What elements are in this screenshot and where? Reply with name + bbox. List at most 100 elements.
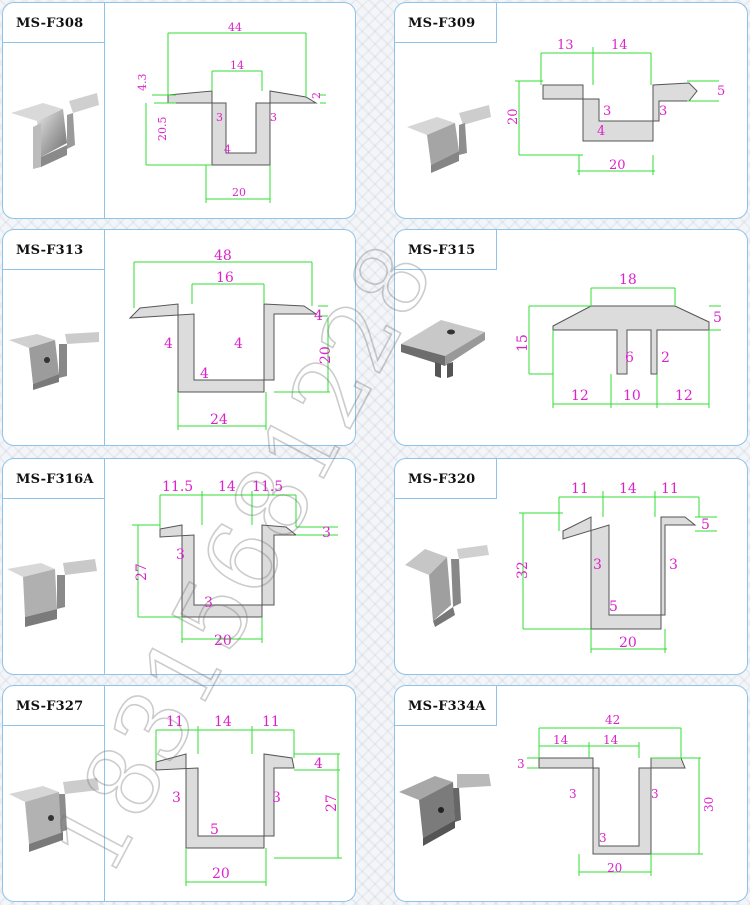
dim-left-flange: 13 xyxy=(557,38,574,53)
dim-wall: 3 xyxy=(603,104,611,119)
dim-right-height: 5 xyxy=(701,517,710,533)
product-code: MS-F315 xyxy=(408,243,476,258)
profile-shape xyxy=(562,516,697,630)
profile-shape xyxy=(552,305,710,375)
divider xyxy=(104,270,105,445)
dim-wall-right: 3 xyxy=(270,111,277,124)
dim-base: 20 xyxy=(609,158,626,173)
dim-top-width: 18 xyxy=(619,272,637,288)
dim-height: 20.5 xyxy=(156,117,169,142)
dim-height: 15 xyxy=(515,334,531,352)
profile-drawing: 42 14 14 3 30 3 3 3 20 xyxy=(517,713,716,876)
dim-bottom: 4 xyxy=(224,143,231,156)
card-header: MS-F334A xyxy=(395,686,497,726)
dim-right-height: 3 xyxy=(322,525,331,541)
profile-drawing: 44 14 4.3 2 3 3 4 20.5 20 xyxy=(136,21,326,203)
dim-wall-right: 3 xyxy=(651,787,659,801)
profile-shape xyxy=(538,757,686,855)
product-card-f320: MS-F320 11 14 11 5 32 3 3 5 20 xyxy=(394,458,748,675)
product-code: MS-F313 xyxy=(16,243,84,258)
profile-shape xyxy=(542,82,698,142)
dim-slot-width: 14 xyxy=(611,38,628,53)
dimension-lines xyxy=(145,32,326,203)
dim-height: 30 xyxy=(702,797,716,812)
dim-left-flange: 11.5 xyxy=(162,479,193,495)
dim-base: 24 xyxy=(210,412,228,428)
product-photo xyxy=(399,774,491,846)
dim-right-height: 4 xyxy=(314,756,323,772)
dim-slot-width: 14 xyxy=(603,733,619,747)
card-header: MS-F320 xyxy=(395,459,497,499)
dim-left: 12 xyxy=(571,388,589,404)
dim-bottom: 5 xyxy=(609,599,618,615)
dim-right-height: 2 xyxy=(310,92,323,99)
dim-base: 20 xyxy=(232,186,246,199)
dim-wall-right: 4 xyxy=(234,336,243,352)
product-code: MS-F320 xyxy=(408,472,476,487)
dim-slot-width: 14 xyxy=(214,714,232,730)
dim-right-height: 4 xyxy=(314,308,323,324)
dim-left-flange: 11 xyxy=(571,481,589,497)
dim-fin-gap: 6 xyxy=(625,350,634,366)
dim-wall-left: 3 xyxy=(569,787,577,801)
product-card-f327: MS-F327 11 14 11 4 27 3 3 5 20 xyxy=(2,685,356,902)
card-header: MS-F316A xyxy=(3,459,105,499)
dim-right-flange: 11.5 xyxy=(252,479,283,495)
dim-base: 20 xyxy=(214,633,232,649)
profile-drawing: 11 14 11 4 27 3 3 5 20 xyxy=(155,714,342,886)
dim-left-flange: 14 xyxy=(553,733,569,747)
card-header: MS-F309 xyxy=(395,3,497,43)
dim-right: 12 xyxy=(675,388,693,404)
dim-middle: 10 xyxy=(623,388,641,404)
card-header: MS-F308 xyxy=(3,3,105,43)
product-photo xyxy=(405,545,489,627)
dim-wall-left: 3 xyxy=(172,790,181,806)
product-card-f309: MS-F309 13 14 20 5 3 3 4 20 xyxy=(394,2,748,219)
product-card-f308: MS-F308 44 14 4.3 2 3 3 4 20.5 20 xyxy=(2,2,356,219)
product-card-f334a: MS-F334A 42 14 14 3 30 3 3 3 20 xyxy=(394,685,748,902)
product-photo xyxy=(7,559,97,627)
product-code: MS-F316A xyxy=(16,472,94,487)
divider xyxy=(104,726,105,901)
card-header: MS-F315 xyxy=(395,230,497,270)
divider xyxy=(104,43,105,218)
dim-slot-width: 14 xyxy=(230,59,244,72)
dim-right-flange: 11 xyxy=(661,481,679,497)
dim-right-height: 5 xyxy=(713,310,722,326)
dim-wall-right: 3 xyxy=(669,557,678,573)
dim-right-height: 5 xyxy=(717,84,725,99)
dim-wall-right: 3 xyxy=(272,790,281,806)
dim-wall-left: 3 xyxy=(593,557,602,573)
product-photo xyxy=(401,320,485,378)
dim-bottom: 3 xyxy=(204,595,213,611)
dim-left-height: 4.3 xyxy=(136,74,149,92)
divider xyxy=(104,499,105,674)
product-code: MS-F309 xyxy=(408,16,476,31)
dim-bottom: 4 xyxy=(200,366,209,382)
dim-height: 32 xyxy=(515,561,531,579)
dim-height: 20 xyxy=(318,346,334,364)
dim-slot-width: 14 xyxy=(619,481,637,497)
dim-total-width: 42 xyxy=(605,713,620,727)
dim-wall: 3 xyxy=(176,547,185,563)
card-header: MS-F327 xyxy=(3,686,105,726)
profile-shape xyxy=(159,524,298,618)
profile-drawing: 18 5 15 6 2 12 10 12 xyxy=(515,272,722,408)
profile-shape xyxy=(128,303,318,393)
dim-bottom: 3 xyxy=(599,831,607,845)
dim-height: 27 xyxy=(324,794,340,812)
dim-left-height: 3 xyxy=(517,757,525,771)
product-code: MS-F327 xyxy=(16,699,84,714)
dim-base: 20 xyxy=(607,861,622,875)
product-card-f315: MS-F315 18 5 15 6 2 12 10 12 xyxy=(394,229,748,446)
profile-shape xyxy=(167,90,318,166)
profile-drawing: 11 14 11 5 32 3 3 5 20 xyxy=(515,481,717,653)
dim-wall-left: 4 xyxy=(164,336,173,352)
dim-base: 20 xyxy=(212,866,230,882)
profile-drawing: 13 14 20 5 3 3 4 20 xyxy=(506,38,725,175)
dim-wall-left: 3 xyxy=(216,111,223,124)
product-card-f316a: MS-F316A 11.5 14 11.5 3 27 3 3 20 xyxy=(2,458,356,675)
dim-wall2: 3 xyxy=(659,104,667,119)
dim-slot-width: 16 xyxy=(216,270,234,286)
product-card-f313: MS-F313 48 16 4 20 4 4 4 24 xyxy=(2,229,356,446)
